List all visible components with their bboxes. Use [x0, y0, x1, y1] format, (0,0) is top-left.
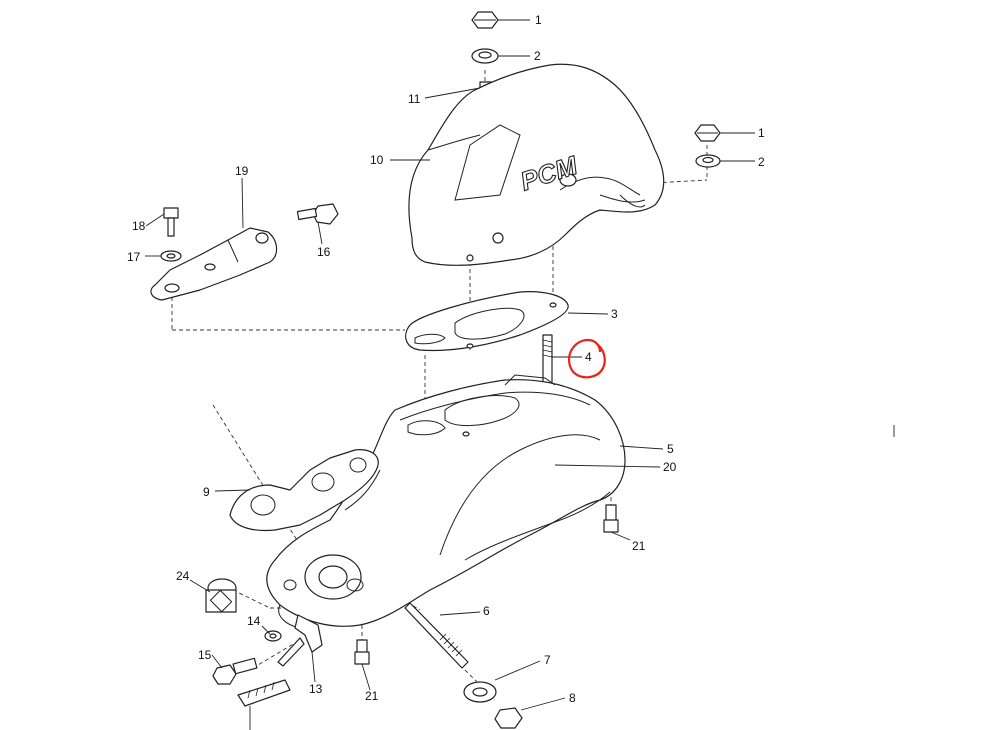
gasket-9	[229, 449, 379, 532]
callout-14: 14	[247, 614, 261, 628]
callout-17: 17	[127, 250, 141, 264]
callout-11: 11	[408, 92, 421, 106]
bolt-16	[296, 203, 339, 225]
callout-8: 8	[569, 691, 576, 705]
callout-labels: 1 2 1 2 3 4 5 6 7 8 9 10 11 13 14 15 16 …	[127, 13, 765, 705]
stud-6	[404, 602, 469, 669]
callout-6: 6	[483, 604, 490, 618]
nut-1-top	[471, 11, 499, 29]
callout-15: 15	[198, 648, 212, 662]
callout-10: 10	[370, 153, 384, 167]
callout-21-right: 21	[632, 539, 646, 553]
callout-leaders	[145, 19, 755, 711]
callout-1-top: 1	[535, 13, 542, 27]
bracket-19	[150, 227, 278, 301]
callout-2-top: 2	[534, 49, 541, 63]
handle-13	[277, 614, 323, 667]
washer-17	[160, 250, 182, 262]
callout-3: 3	[611, 307, 618, 321]
callout-4: 4	[585, 350, 592, 364]
callout-18: 18	[132, 219, 146, 233]
washer-7	[463, 681, 497, 703]
exhaust-manifold-5	[266, 374, 626, 629]
manifold-cover-10: PCM	[408, 63, 665, 266]
callout-2-right: 2	[758, 155, 765, 169]
bolt-21-right	[603, 504, 619, 533]
highlight-circle	[568, 338, 606, 379]
clip-part	[237, 679, 291, 730]
washer-14	[264, 630, 282, 642]
bolt-21-bottom	[354, 639, 370, 665]
nut-1-right	[694, 124, 721, 142]
callout-13: 13	[309, 682, 323, 696]
callout-24: 24	[176, 569, 190, 583]
callout-21-bottom: 21	[365, 689, 379, 703]
nut-8	[494, 707, 523, 729]
callout-20: 20	[663, 460, 677, 474]
callout-1-right: 1	[758, 126, 765, 140]
washer-2-right	[695, 154, 721, 168]
gasket-3	[405, 291, 569, 352]
callout-19: 19	[235, 164, 249, 178]
callout-5: 5	[667, 442, 674, 456]
plug-24	[205, 578, 237, 613]
washer-2-top	[471, 48, 499, 64]
bolt-15	[212, 657, 258, 685]
bolt-18	[163, 207, 179, 237]
callout-7: 7	[544, 653, 551, 667]
callout-9: 9	[203, 485, 210, 499]
callout-16: 16	[317, 245, 331, 259]
